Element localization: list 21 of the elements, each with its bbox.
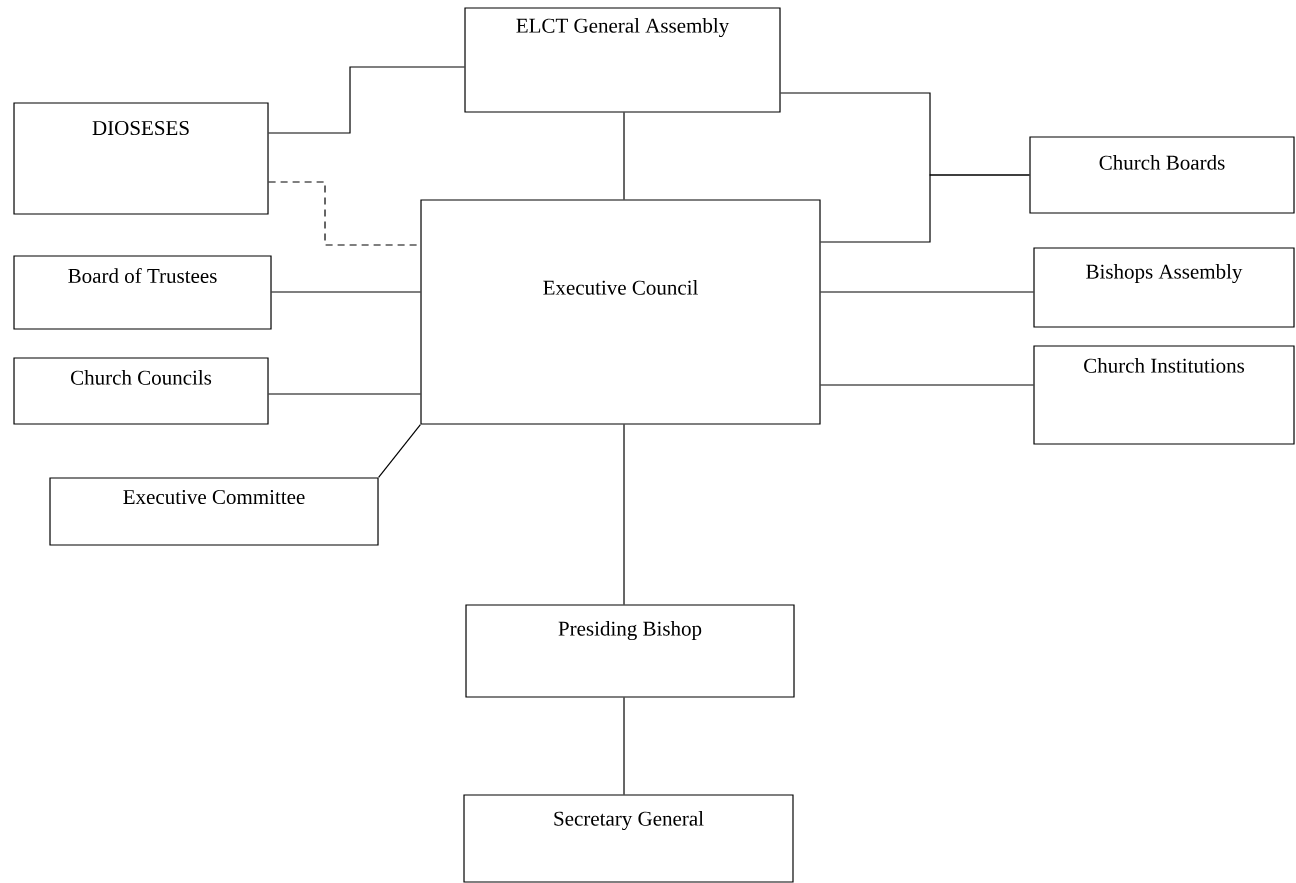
- connector-line: [271, 291, 421, 293]
- org-box: Church Boards: [1029, 136, 1295, 214]
- org-box: Presiding Bishop: [465, 604, 795, 698]
- org-box: Executive Committee: [49, 477, 379, 546]
- connector-line: [268, 393, 421, 395]
- connector-line: [378, 424, 421, 478]
- org-box: Church Councils: [13, 357, 269, 425]
- connector-line: [820, 384, 1034, 386]
- org-box: DIOSESES: [13, 102, 269, 215]
- connector-line: [623, 424, 625, 605]
- connector-line: [820, 174, 1030, 243]
- org-box: Church Institutions: [1033, 345, 1295, 445]
- org-box: Executive Council: [420, 199, 821, 425]
- connector-line: [623, 112, 625, 200]
- org-box: Board of Trustees: [13, 255, 272, 330]
- org-box: ELCT General Assembly: [464, 7, 781, 113]
- org-box: Secretary General: [463, 794, 794, 883]
- org-box: Bishops Assembly: [1033, 247, 1295, 328]
- connector-line: [623, 697, 625, 795]
- connector-line: [820, 291, 1034, 293]
- connector-line: [268, 66, 465, 134]
